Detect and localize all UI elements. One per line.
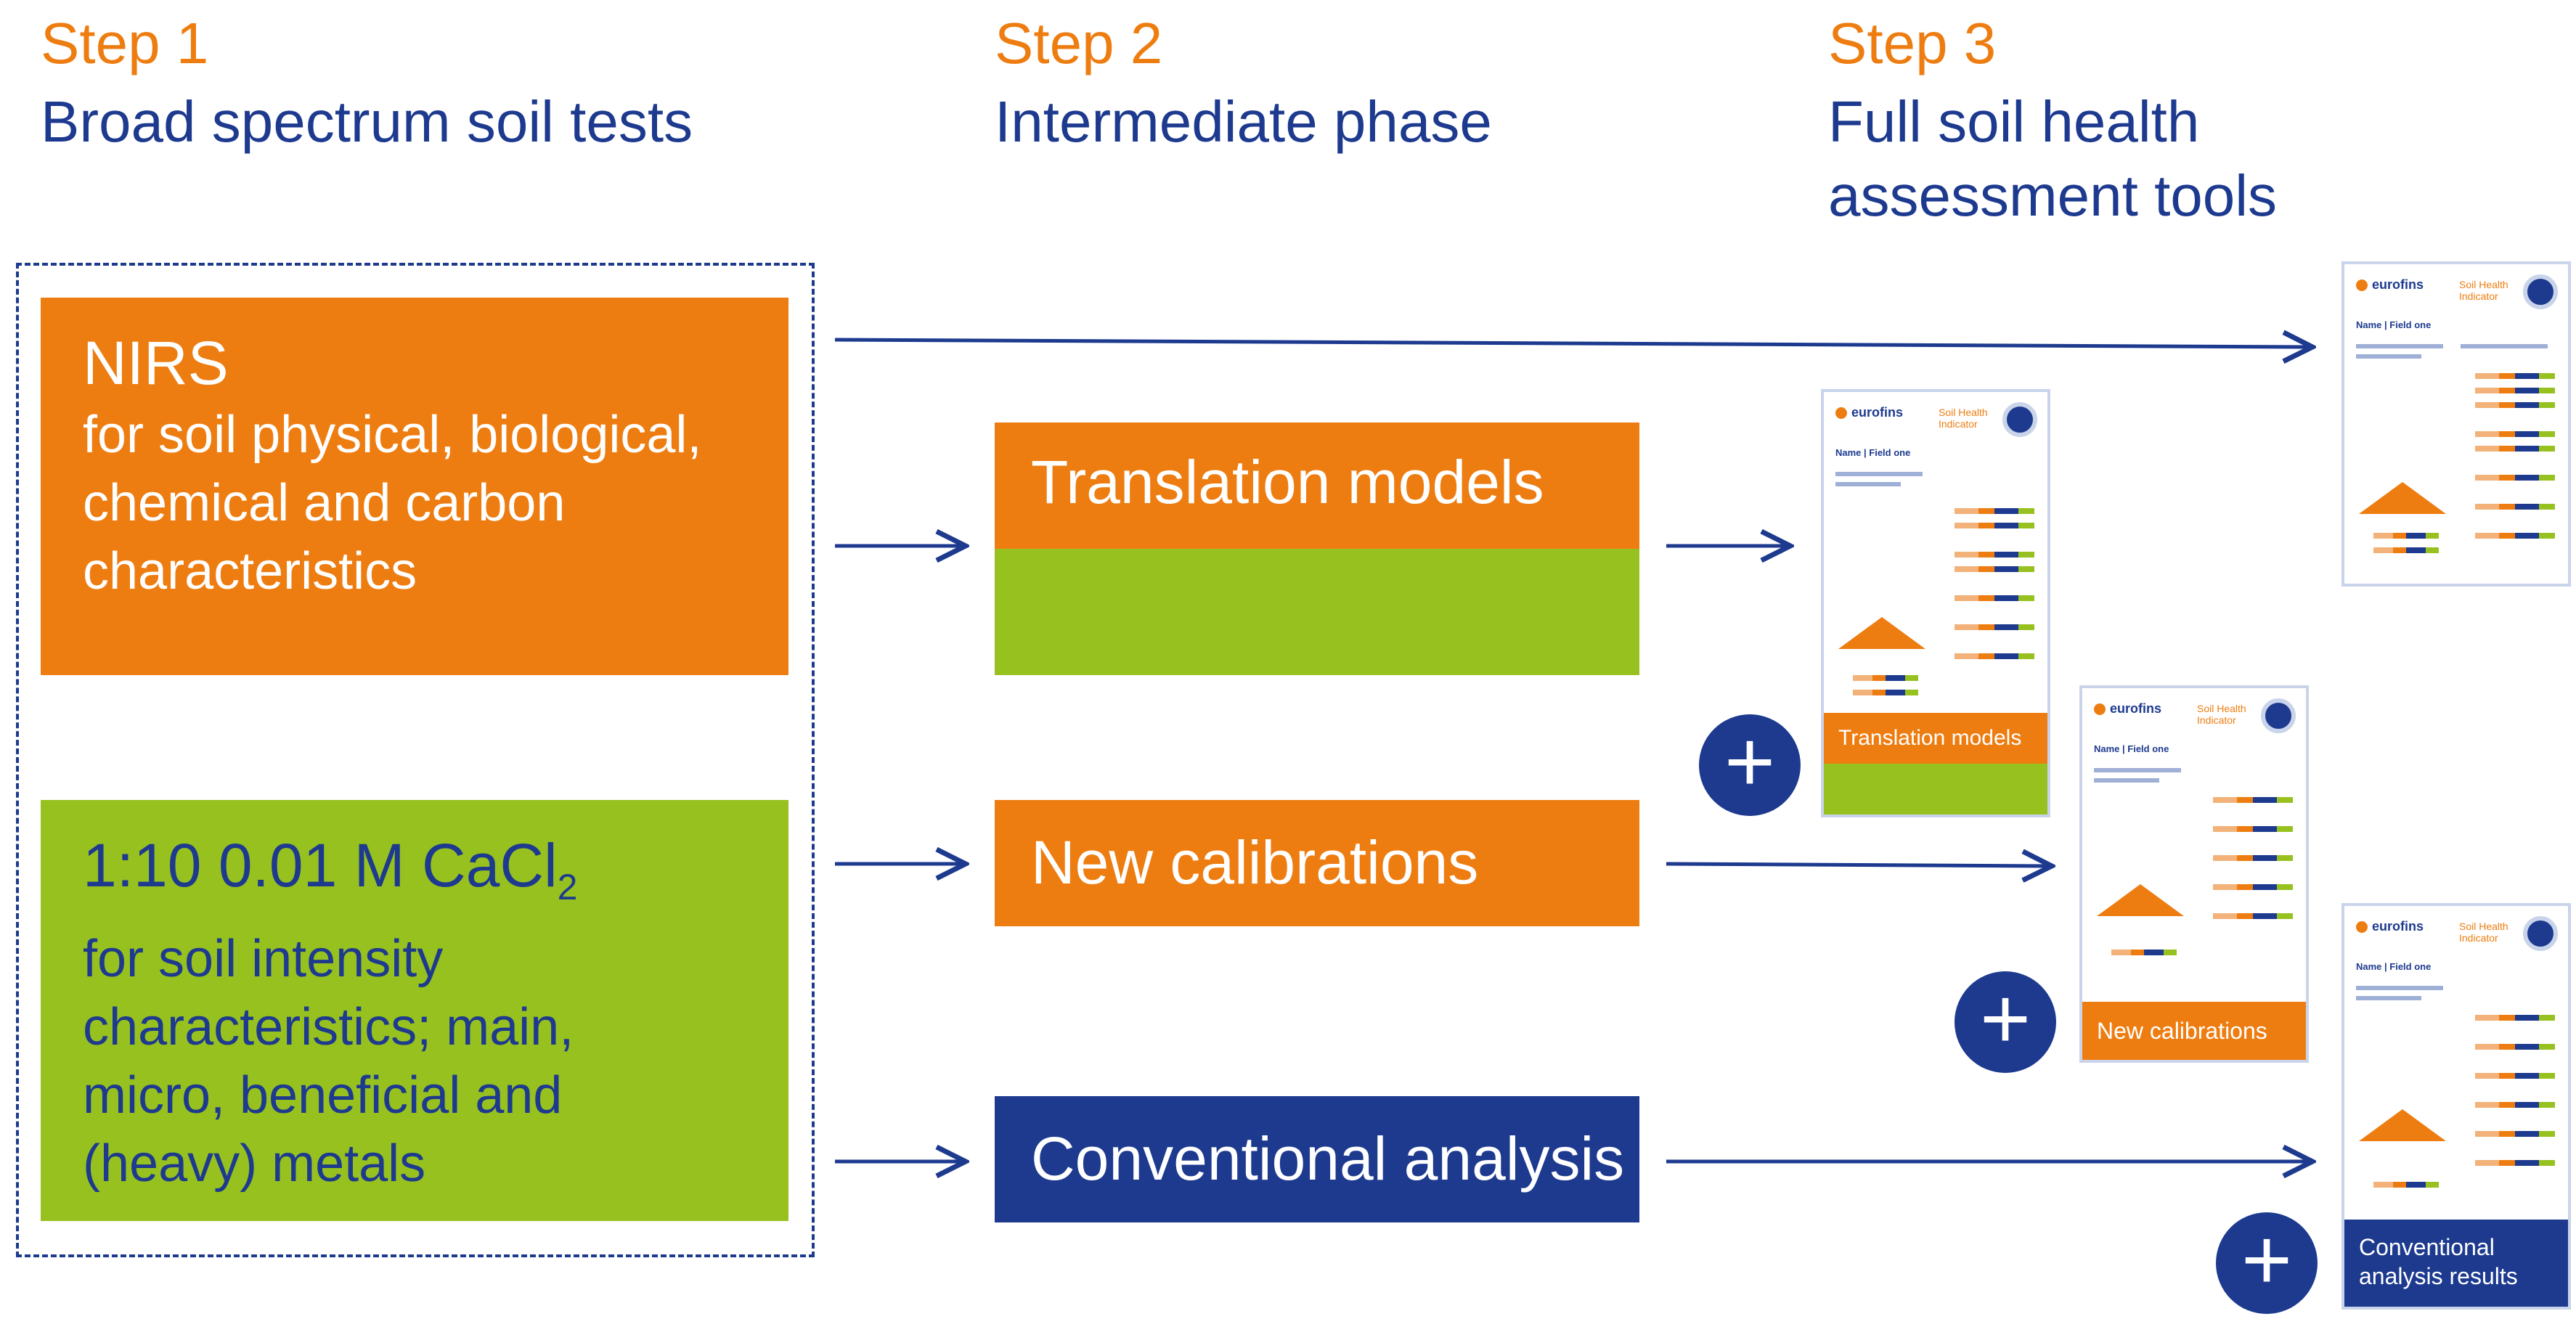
step-1-number: Step 1 <box>41 11 209 75</box>
step-2-title: Intermediate phase <box>995 89 1492 154</box>
nirs-box: NIRS for soil physical, biological, chem… <box>41 298 788 675</box>
conventional-analysis-label: Conventional analysis <box>1031 1124 1625 1193</box>
step-2-number: Step 2 <box>995 11 1163 75</box>
nirs-title: NIRS <box>83 329 229 397</box>
translation-models-label: Translation models <box>1031 448 1544 516</box>
cacl2-description: for soil intensity characteristics; main… <box>83 925 746 1198</box>
report-conventional-line-1: Conventional <box>2359 1234 2495 1260</box>
cacl2-title-main: 1:10 0.01 M CaCl <box>83 831 558 899</box>
arrow-calibrations-to-report <box>1666 864 2052 866</box>
soil-wheel-icon <box>2523 916 2558 951</box>
report-name: Name | Field one <box>2094 743 2169 754</box>
cacl2-box: 1:10 0.01 M CaCl2 for soil intensity cha… <box>41 800 788 1221</box>
translation-models-box: Translation models <box>995 422 1639 549</box>
new-calibrations-label: New calibrations <box>1031 828 1479 897</box>
report-logo: eurofins <box>2356 277 2424 293</box>
nirs-line-1: for soil physical, biological, <box>83 406 702 464</box>
soil-wheel-icon <box>2002 402 2037 437</box>
step-1-frame <box>16 263 815 1257</box>
conventional-analysis-box: Conventional analysis <box>995 1096 1639 1222</box>
report-conventional-label: Conventional analysis results <box>2344 1220 2568 1307</box>
eurofins-logo-icon <box>2094 703 2106 716</box>
plus-icon-conventional: + <box>2216 1212 2318 1314</box>
soil-wheel-icon <box>2523 274 2558 309</box>
report-name: Name | Field one <box>1835 447 1911 458</box>
report-name: Name | Field one <box>2356 961 2432 972</box>
cacl2-title: 1:10 0.01 M CaCl2 <box>83 830 746 922</box>
report-name: Name | Field one <box>2356 319 2432 330</box>
report-conventional-line-2: analysis results <box>2359 1263 2518 1289</box>
cacl2-line-1: for soil intensity <box>83 930 444 988</box>
cacl2-line-4: (heavy) metals <box>83 1135 426 1193</box>
step-3-title-line1: Full soil health <box>1828 89 2200 154</box>
cacl2-title-subscript: 2 <box>557 867 578 907</box>
cacl2-line-3: micro, beneficial and <box>83 1066 563 1124</box>
plus-icon-calibrations: + <box>1955 971 2056 1073</box>
eurofins-logo-icon <box>2356 921 2368 934</box>
report-logo: eurofins <box>2094 701 2161 716</box>
cacl2-line-2: characteristics; main, <box>83 998 574 1056</box>
arrow-nirs-to-full-report <box>834 340 2312 347</box>
soil-wheel-icon <box>2261 698 2296 733</box>
step-3-number: Step 3 <box>1828 11 1997 75</box>
plus-icon-translation: + <box>1699 714 1801 816</box>
report-translation-green-band <box>1824 764 2047 814</box>
report-logo: eurofins <box>1835 405 1903 420</box>
eurofins-logo-icon <box>2356 279 2368 292</box>
nirs-line-2: chemical and carbon <box>83 474 566 532</box>
step-1-title: Broad spectrum soil tests <box>41 89 693 154</box>
report-calibrations-label: New calibrations <box>2082 1002 2306 1060</box>
report-translation-label: Translation models <box>1824 713 2047 764</box>
translation-models-green-band <box>995 549 1639 675</box>
step-3-title-line2: assessment tools <box>1828 163 2278 228</box>
report-logo: eurofins <box>2356 919 2424 934</box>
eurofins-logo-icon <box>1835 407 1847 420</box>
nirs-description: for soil physical, biological, chemical … <box>83 401 746 605</box>
nirs-line-3: characteristics <box>83 542 417 600</box>
new-calibrations-box: New calibrations <box>995 800 1639 926</box>
